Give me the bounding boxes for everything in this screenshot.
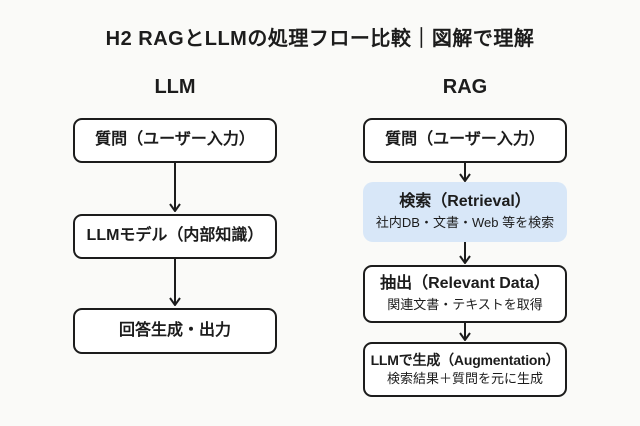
node-subtitle: 検索結果＋質問を元に生成 xyxy=(386,371,543,387)
node-title: 検索（Retrieval） xyxy=(399,193,531,211)
column-header-llm: LLM xyxy=(154,75,196,98)
node-title: 質問（ユーザー入力） xyxy=(385,131,545,149)
llm-node-model: LLMモデル（内部知識） xyxy=(73,214,277,259)
node-title: 回答生成・出力 xyxy=(118,321,231,339)
node-subtitle: 関連文書・テキストを取得 xyxy=(387,297,543,313)
rag-node-augmentation: LLMで生成（Augmentation） 検索結果＋質問を元に生成 xyxy=(363,342,567,397)
llm-node-output: 回答生成・出力 xyxy=(73,308,277,354)
arrow-down-icon xyxy=(458,242,472,264)
column-header-rag: RAG xyxy=(442,75,488,98)
rag-node-retrieval: 検索（Retrieval） 社内DB・文書・Web 等を検索 xyxy=(363,182,567,242)
node-title: 質問（ユーザー入力） xyxy=(95,131,255,149)
rag-node-relevant-data: 抽出（Relevant Data） 関連文書・テキストを取得 xyxy=(363,265,567,323)
node-title: 抽出（Relevant Data） xyxy=(380,275,550,293)
node-title: LLMモデル（内部知識） xyxy=(86,227,264,245)
arrow-down-icon xyxy=(168,259,182,306)
arrow-down-icon xyxy=(458,163,472,182)
arrow-down-icon xyxy=(168,163,182,212)
arrow-down-icon xyxy=(458,323,472,341)
page-title: H2 RAGとLLMの処理フロー比較｜図解で理解 xyxy=(105,28,535,50)
rag-node-question: 質問（ユーザー入力） xyxy=(363,118,567,163)
llm-node-question: 質問（ユーザー入力） xyxy=(73,118,277,163)
node-title: LLMで生成（Augmentation） xyxy=(370,352,560,369)
node-subtitle: 社内DB・文書・Web 等を検索 xyxy=(375,215,555,231)
